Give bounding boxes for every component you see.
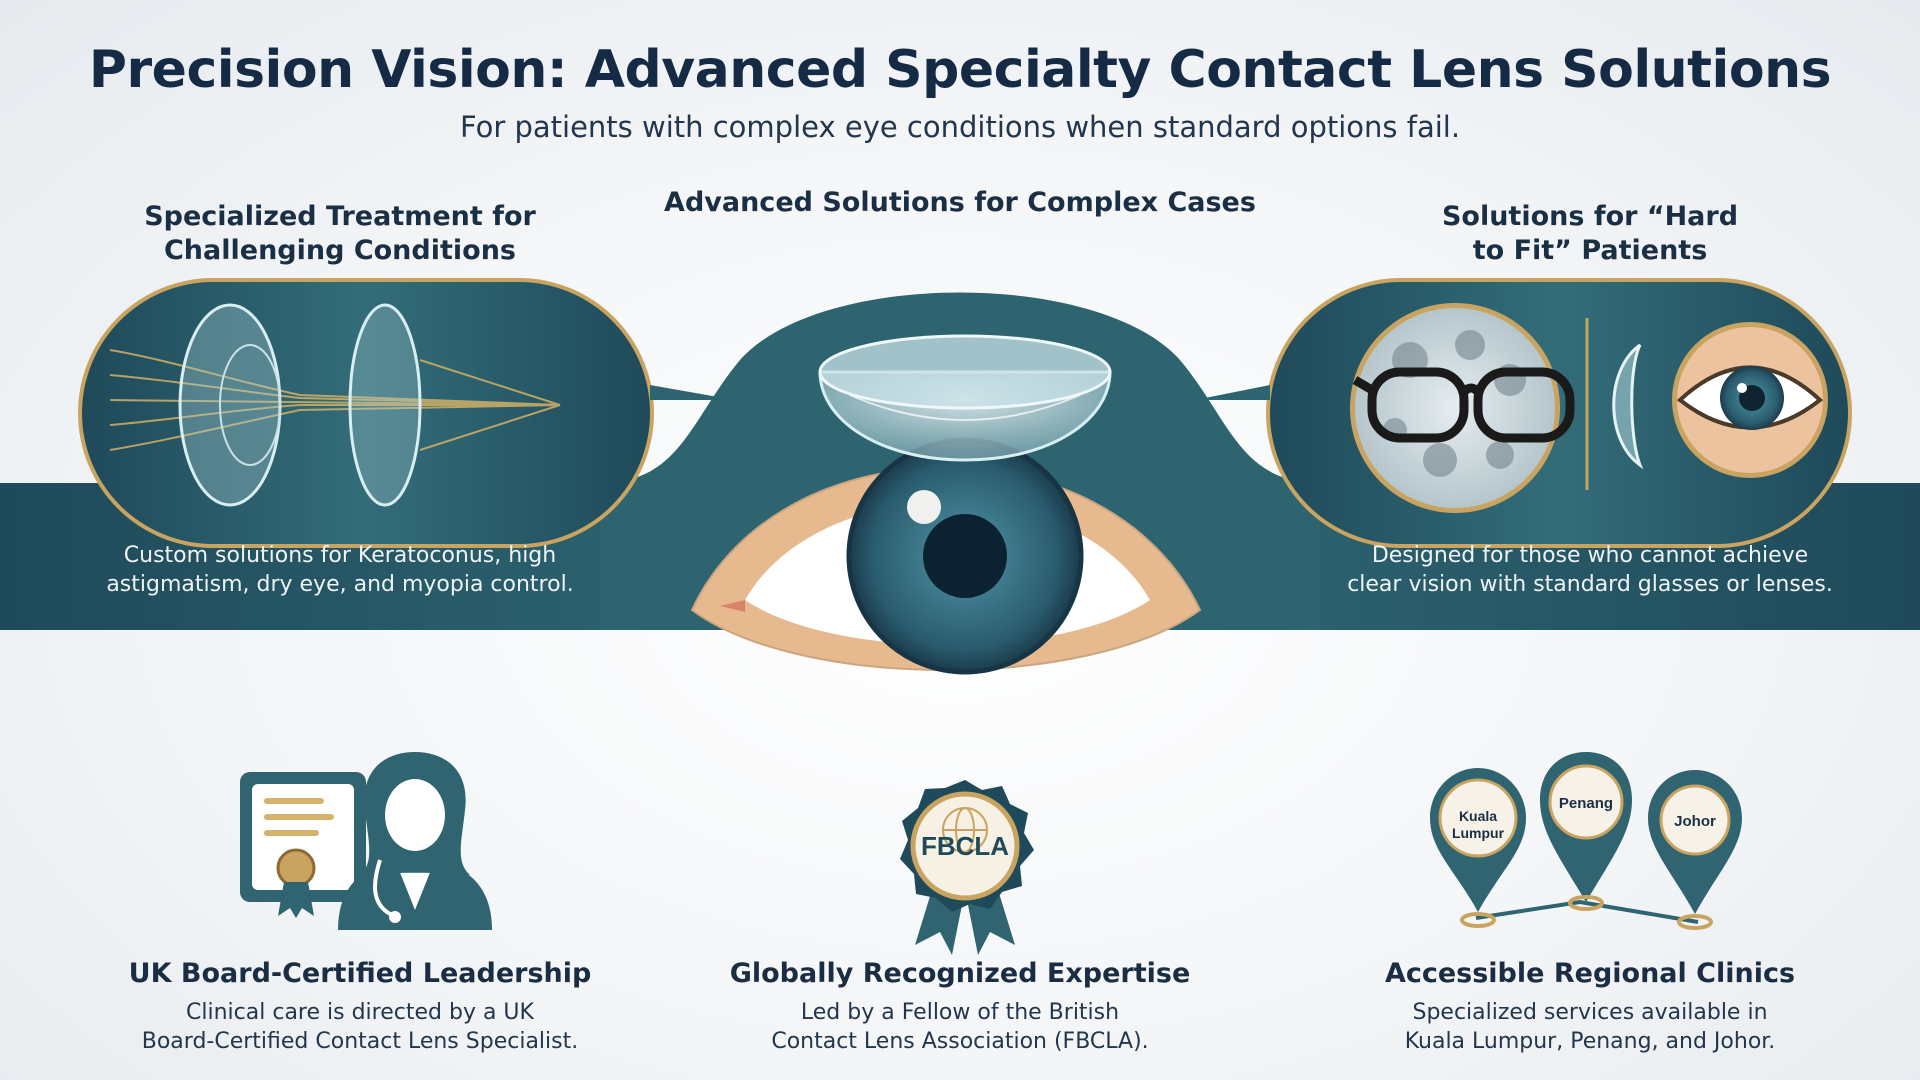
- feature2-desc-line2: Contact Lens Association (FBCLA).: [771, 1029, 1149, 1054]
- feature-desc-clinics: Specialized services available in Kuala …: [1320, 998, 1860, 1056]
- center-heading: Advanced Solutions for Complex Cases: [664, 187, 1256, 218]
- page-title: Precision Vision: Advanced Specialty Con…: [88, 40, 1832, 100]
- left-desc-line2: astigmatism, dry eye, and myopia control…: [106, 572, 574, 597]
- contact-lens-side-icon: [1612, 343, 1644, 470]
- regional-clinics-map-icon: [1430, 752, 1742, 930]
- feature3-desc-line1: Specialized services available in: [1412, 1000, 1768, 1025]
- fbcla-badge-label: FBCLA: [921, 831, 1009, 861]
- feature1-desc-line2: Board-Certified Contact Lens Specialist.: [141, 1029, 579, 1054]
- right-panel-illustration: [1195, 278, 1852, 548]
- left-panel-description: Custom solutions for Keratoconus, high a…: [80, 541, 600, 599]
- feature-desc-expertise: Led by a Fellow of the British Contact L…: [700, 998, 1220, 1056]
- pin-label-penang: Penang: [1559, 795, 1613, 812]
- feature3-desc-line2: Kuala Lumpur, Penang, and Johor.: [1404, 1029, 1776, 1054]
- lens-refraction-icon: [178, 303, 422, 507]
- left-panel-heading: Specialized Treatment for Challenging Co…: [120, 200, 560, 268]
- right-desc-line1: Designed for those who cannot achieve: [1371, 543, 1809, 568]
- left-heading-line2: Challenging Conditions: [163, 235, 516, 266]
- page-subtitle: For patients with complex eye conditions…: [459, 110, 1461, 144]
- blurred-vision-circle: [1350, 303, 1560, 513]
- feature1-desc-line1: Clinical care is directed by a UK: [186, 1000, 534, 1025]
- feature-title-expertise: Globally Recognized Expertise: [729, 958, 1191, 989]
- clear-eye-icon: [1672, 322, 1828, 478]
- right-heading-line2: to Fit” Patients: [1472, 235, 1708, 266]
- feature2-desc-line1: Led by a Fellow of the British: [800, 1000, 1120, 1025]
- map-pin-icon: [1540, 752, 1632, 911]
- doctor-icon: [338, 752, 492, 930]
- right-heading-line1: Solutions for “Hard: [1441, 201, 1739, 232]
- eyeglasses-icon: [1352, 367, 1575, 443]
- feature-desc-leadership: Clinical care is directed by a UK Board-…: [100, 998, 620, 1056]
- right-panel-description: Designed for those who cannot achieve cl…: [1320, 541, 1860, 599]
- map-pin-icon: [1430, 768, 1526, 928]
- feature-title-clinics: Accessible Regional Clinics: [1384, 958, 1796, 989]
- pin-label-johor: Johor: [1674, 813, 1716, 830]
- left-heading-line1: Specialized Treatment for: [144, 201, 536, 232]
- left-desc-line1: Custom solutions for Keratoconus, high: [123, 543, 557, 568]
- map-pin-icon: [1648, 770, 1742, 930]
- award-badge-icon: [900, 780, 1034, 955]
- pin-label-kuala: Kuala: [1459, 808, 1497, 824]
- left-panel-illustration: [78, 278, 735, 548]
- eye-icon: [690, 437, 1202, 675]
- right-panel-heading: Solutions for “Hard to Fit” Patients: [1380, 200, 1800, 268]
- contact-lens-icon: [818, 334, 1112, 462]
- feature-title-leadership: UK Board-Certified Leadership: [128, 958, 592, 989]
- pin-label-lumpur: Lumpur: [1452, 825, 1505, 841]
- certificate-icon: [240, 772, 366, 918]
- right-desc-line2: clear vision with standard glasses or le…: [1347, 572, 1833, 597]
